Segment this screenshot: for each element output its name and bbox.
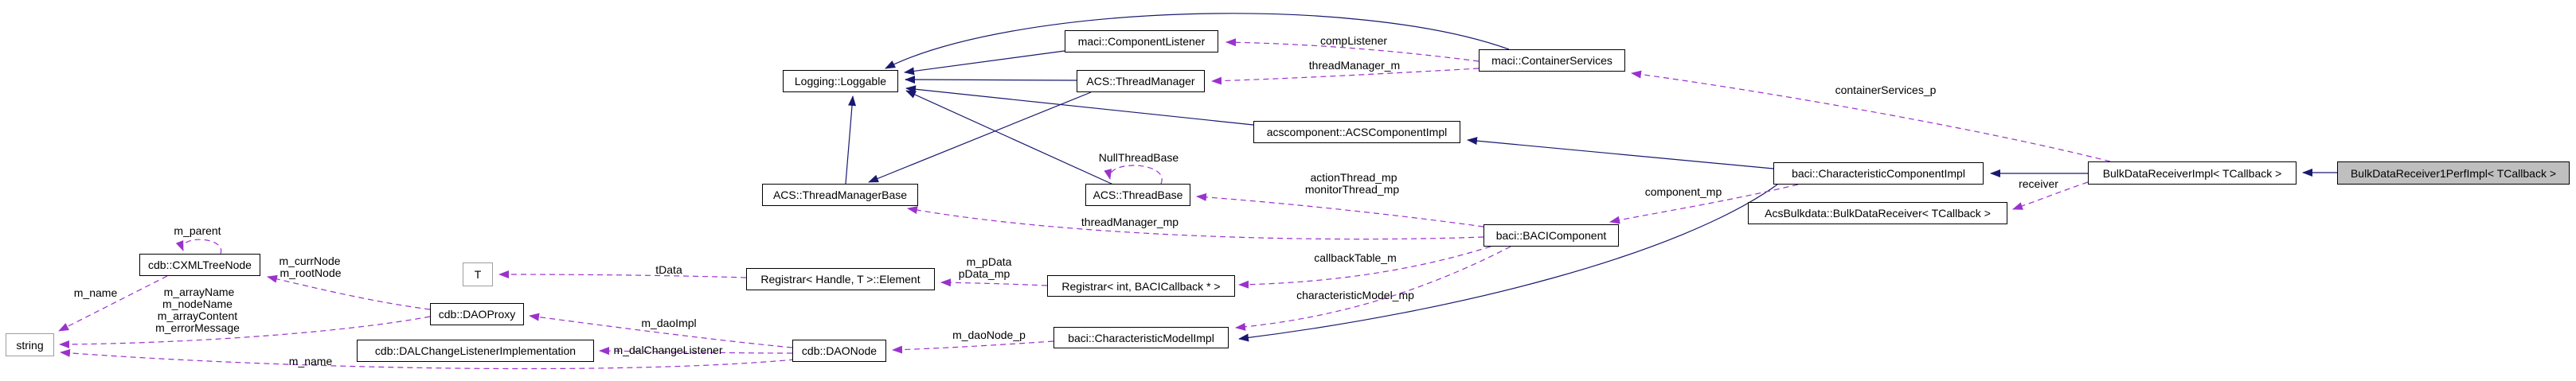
edge-mname-treenode	[58, 275, 168, 332]
node-string[interactable]: string	[6, 333, 54, 356]
edge-containerservices-to-loggable	[885, 13, 1510, 69]
node-acs-threadbase[interactable]: ACS::ThreadBase	[1085, 184, 1190, 206]
node-cdb-dalchangelistenerimplementation[interactable]: cdb::DALChangeListenerImplementation	[357, 340, 594, 362]
edge-label-actionthread-mp: actionThread_mp	[1310, 171, 1397, 184]
edge-label-containerservices-p: containerServices_p	[1835, 84, 1937, 96]
edge-mdaoimpl	[529, 313, 793, 348]
edge-actionthread-monitorthread	[1196, 192, 1484, 227]
node-logging-loggable[interactable]: Logging::Loggable	[783, 70, 898, 92]
node-acscomponent-acscomponentimpl[interactable]: acscomponent::ACSComponentImpl	[1253, 121, 1460, 143]
node-acsbulkdata-bulkdatareceiver[interactable]: AcsBulkdata::BulkDataReceiver< TCallback…	[1748, 202, 2007, 224]
edge-label-marraycontent: m_arrayContent	[157, 309, 238, 322]
edge-label-mname-dao: m_name	[288, 355, 333, 367]
edge-label-monitorthread-mp: monitorThread_mp	[1304, 183, 1400, 196]
node-t[interactable]: T	[463, 262, 493, 286]
edge-complistener	[1225, 38, 1480, 62]
edge-label-mrootnode: m_rootNode	[279, 266, 342, 279]
edge-label-callbacktable-m: callbackTable_m	[1314, 251, 1397, 264]
edge-threadmanager-to-threadmanagerbase	[868, 91, 1092, 183]
edge-callbacktable-m	[1238, 246, 1491, 289]
edge-mdalchangelistener	[599, 347, 793, 356]
edge-label-mname-tree: m_name	[73, 286, 118, 299]
edge-label-mcurrnode: m_currNode	[279, 255, 341, 267]
edge-label-threadmanager-m: threadManager_m	[1308, 59, 1401, 72]
node-baci-characteristicmodelimpl[interactable]: baci::CharacteristicModelImpl	[1053, 327, 1229, 348]
node-acs-threadmanager[interactable]: ACS::ThreadManager	[1077, 70, 1205, 92]
edge-label-mparent: m_parent	[174, 224, 221, 237]
edge-threadmanagerbase-to-loggable	[845, 95, 857, 185]
edge-label-mdaoimpl: m_daoImpl	[641, 317, 697, 329]
edge-componentlistener-to-loggable	[904, 50, 1065, 76]
edge-mdaonode-p	[892, 340, 1054, 354]
edge-mpdata-pdatamp	[940, 278, 1048, 287]
edge-label-receiver: receiver	[2019, 177, 2058, 190]
edge-threadmanager-m	[1211, 68, 1480, 85]
edge-label-tdata: tData	[655, 263, 682, 276]
edge-receiver	[2012, 181, 2089, 210]
edge-label-merrormessage: m_errorMessage	[155, 321, 240, 334]
node-baci-characteristiccomponentimpl[interactable]: baci::CharacteristicComponentImpl	[1773, 162, 1984, 185]
edge-mcurrnode-mrootnode	[267, 274, 431, 310]
edge-label-component-mp: component_mp	[1644, 185, 1722, 198]
edge-charcompimpl-to-charmodelimpl	[1238, 184, 1778, 342]
edge-label-mdalchangelistener: m_dalChangeListener	[613, 344, 723, 356]
edge-mname-daonode	[60, 348, 795, 370]
node-cdb-daonode[interactable]: cdb::DAONode	[792, 340, 886, 362]
edge-component-mp	[1609, 184, 1799, 224]
edge-label-pdata-mp: pData_mp	[958, 267, 1010, 280]
node-baci-bacicomponent[interactable]: baci::BACIComponent	[1483, 224, 1619, 247]
edge-label-marrayname: m_arrayName	[163, 286, 235, 298]
node-bulkdatareceiverimpl[interactable]: BulkDataReceiverImpl< TCallback >	[2088, 161, 2297, 185]
edge-nullthreadbase-selfloop	[1104, 165, 1163, 185]
edge-label-threadmanager-mp: threadManager_mp	[1081, 216, 1179, 228]
edge-label-mdaonode-p: m_daoNode_p	[952, 329, 1026, 341]
edge-label-characteristicmodel-mp: characteristicModel_mp	[1296, 289, 1414, 301]
edge-label-nullthreadbase: NullThreadBase	[1098, 151, 1179, 164]
node-bulkdatareceiver1perfimpl: BulkDataReceiver1PerfImpl< TCallback >	[2337, 161, 2570, 185]
edge-threadbase-to-loggable	[905, 90, 1114, 185]
node-acs-threadmanagerbase[interactable]: ACS::ThreadManagerBase	[762, 184, 918, 206]
edge-containerservices-p	[1631, 70, 2111, 162]
edge-tdata	[498, 270, 747, 279]
node-registrar-int-bacicallback[interactable]: Registrar< int, BACICallback * >	[1047, 275, 1235, 297]
edge-threadmanager-mp	[907, 206, 1484, 240]
edge-label-mpdata: m_pData	[966, 255, 1012, 268]
edge-acscompimpl-to-loggable	[905, 85, 1254, 126]
node-maci-componentlistener[interactable]: maci::ComponentListener	[1065, 30, 1218, 52]
edge-label-mnodename: m_nodeName	[162, 297, 233, 310]
node-registrar-handle-t-element[interactable]: Registrar< Handle, T >::Element	[746, 268, 935, 290]
node-cdb-cxmltreenode[interactable]: cdb::CXMLTreeNode	[139, 254, 260, 276]
edge-charcompimpl-to-acscompimpl	[1467, 137, 1774, 169]
node-cdb-daoproxy[interactable]: cdb::DAOProxy	[430, 303, 524, 325]
edge-mparent-selfloop	[175, 239, 222, 255]
edge-daoproxy-strings	[59, 316, 431, 348]
edge-label-complistener: compListener	[1319, 34, 1388, 47]
node-maci-containerservices[interactable]: maci::ContainerServices	[1479, 49, 1625, 72]
